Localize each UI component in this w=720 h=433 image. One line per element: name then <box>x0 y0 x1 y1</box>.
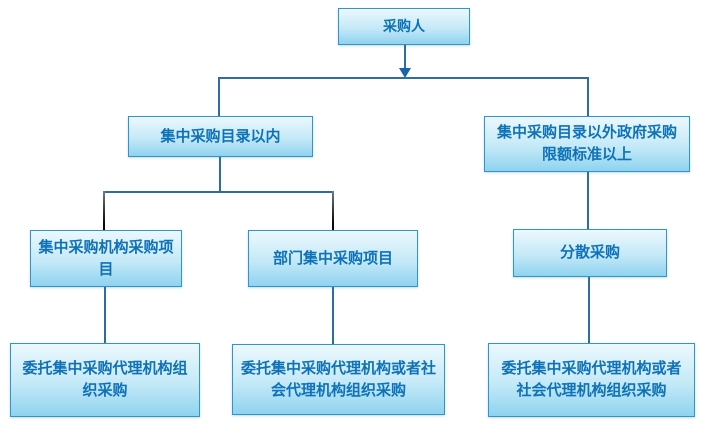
node-entrust-central-or-social-agency-1: 委托集中采购代理机构或者社会代理机构组织采购 <box>232 344 445 415</box>
node-entrust-central-or-social-agency-2: 委托集中采购代理机构或者社会代理机构组织采购 <box>488 343 695 417</box>
node-within-catalog: 集中采购目录以内 <box>128 116 313 157</box>
connector-level2-split <box>103 191 334 193</box>
connector-purchaser-stem <box>404 45 406 69</box>
connector-decentralized-to-entrust <box>588 277 590 344</box>
node-purchaser: 采购人 <box>338 8 470 45</box>
node-central-agency-project: 集中采购机构采购项目 <box>30 230 182 287</box>
arrow-down-icon <box>399 68 411 78</box>
connector-to-within-catalog <box>218 77 220 117</box>
connector-to-department <box>332 191 334 231</box>
node-outside-catalog: 集中采购目录以外政府采购限额标准以上 <box>484 116 690 172</box>
connector-level1-split <box>219 77 589 79</box>
connector-to-outside-catalog <box>587 77 589 117</box>
connector-within-catalog-stem <box>219 157 221 193</box>
connector-department-to-entrust <box>332 287 334 345</box>
connector-outside-to-decentralized <box>587 172 589 230</box>
connector-central-agency-to-entrust <box>104 287 106 344</box>
node-entrust-central-agency: 委托集中采购代理机构组织采购 <box>10 343 200 417</box>
connector-to-central-agency <box>103 191 105 231</box>
node-department-project: 部门集中采购项目 <box>248 230 418 287</box>
node-decentralized-procurement: 分散采购 <box>513 229 667 277</box>
